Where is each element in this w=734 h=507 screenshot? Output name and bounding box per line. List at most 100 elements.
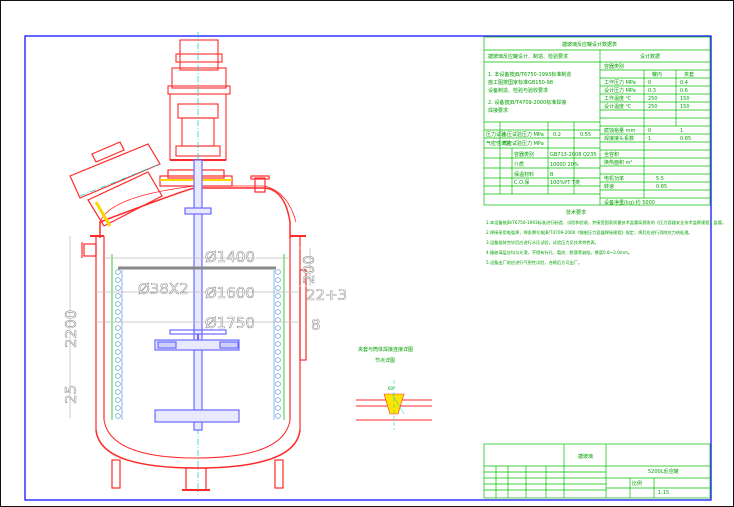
coil-turn — [275, 309, 281, 315]
note-5: 5.设备出厂前应进行气密性试验，合格后方可出厂。 — [486, 259, 582, 266]
left-row-label-1: 气密性试验 — [486, 140, 511, 147]
row-label-3: 设计温度 ℃ — [604, 103, 632, 110]
row-label-5: 焊接接头系数 — [604, 135, 634, 142]
dim-d1750: Ø1750 — [205, 314, 255, 332]
coil-turn — [115, 405, 121, 411]
coil-turn — [115, 285, 121, 291]
col-header-1: 罐内 — [652, 71, 662, 78]
coil-turn — [275, 285, 281, 291]
coil-turn — [115, 325, 121, 331]
material-key-2: 保温材料 — [514, 171, 534, 178]
coil-turn — [115, 381, 121, 387]
coil-turn — [115, 317, 121, 323]
dim-d1600: Ø1600 — [205, 284, 255, 302]
coil-turn — [115, 413, 121, 419]
title-block-text: 搪玻璃 5200L反应罐 比例 1:15 — [578, 453, 679, 496]
left-row-a-0: 0.2 — [553, 132, 561, 138]
spec-item-4: 2. 设备按JB/T4709-2000标准焊接 — [488, 99, 566, 106]
dim-h200: 200 — [300, 255, 318, 284]
row-a-0: 0 — [648, 80, 651, 86]
row-label-1: 设计压力 MPa — [604, 87, 636, 94]
row-b-2: 150 — [680, 96, 690, 102]
coil-turn — [115, 397, 121, 403]
row-label-4: 腐蚀裕量 mm — [604, 127, 635, 134]
design-data-header: 设计数据 — [640, 53, 660, 60]
row-label-0: 工作压力 MPa — [604, 79, 636, 86]
material-key-1: 介质 — [514, 161, 524, 168]
coil-turn — [115, 341, 121, 347]
coil-turn — [115, 309, 121, 315]
dim-h25: 25 — [62, 385, 80, 404]
left-row-value-0: 水压试验压力 MPa — [502, 131, 544, 138]
coil-turn — [115, 389, 121, 395]
coil-turn — [275, 365, 281, 371]
spec-line: 搪玻璃反应罐设计、制造、检验要求 — [488, 53, 568, 60]
weld-detail: 夹套与筒体焊接连接详图 节点详图 60° — [356, 346, 432, 430]
row-label-2: 工作温度 ℃ — [604, 95, 632, 102]
coil-turn — [275, 349, 281, 355]
note-3: 3.设备组装完毕后应进行水压试验，试验压力见技术特性表。 — [486, 239, 599, 246]
coil-turn — [115, 333, 121, 339]
detail-label: 节点详图 — [375, 357, 395, 364]
note-1: 1.本设备按JB/T6750-1993标准进行制造、试验和验收，并接受国家质量技… — [486, 219, 726, 226]
left-row-value-1: 气密试验压力 MPa — [502, 140, 544, 147]
row-a-1: 0.3 — [648, 88, 656, 94]
coil-turn — [115, 373, 121, 379]
material-val-3: 100%PT T类 — [550, 179, 580, 186]
svg-text:60°: 60° — [388, 386, 395, 391]
coil-risers — [121, 270, 275, 420]
spec-item-5: 焊接要求 — [488, 107, 508, 114]
title-drawing-name: 5200L反应罐 — [648, 468, 679, 475]
dim-d38x2: Ø38X2 — [138, 280, 189, 298]
dimension-labels: Ø1400 Ø38X2 Ø1600 Ø1750 22+3 8 200 2200 … — [62, 248, 348, 404]
table-text: 搪玻璃反应罐设计数据表 搪玻璃反应罐设计、制造、检验要求 设计数据 1. 本设备… — [486, 41, 694, 206]
row-a-5: 1 — [648, 136, 651, 142]
row-b-5: 0.85 — [680, 136, 691, 142]
coil-turn — [115, 269, 121, 275]
baffles — [111, 254, 285, 420]
coil-turn — [275, 277, 281, 283]
extra-key-0: 全容积 — [604, 151, 619, 158]
dim-d1400: Ø1400 — [205, 248, 255, 266]
material-key-3: C.O.保 — [514, 179, 529, 186]
coil-turn — [275, 397, 281, 403]
coil-turn — [275, 373, 281, 379]
coil-turn — [275, 333, 281, 339]
agitator — [118, 159, 276, 431]
coil-turn — [275, 301, 281, 307]
spec-item-3: 设备制造、检验与验收要求 — [488, 87, 548, 94]
row-b-4: 1 — [680, 128, 683, 134]
drawing-frame — [24, 35, 712, 501]
spec-item-2: 施工图按国家标准GB150-98 — [488, 79, 553, 86]
coil-turn — [275, 405, 281, 411]
row-b-1: 0.6 — [680, 88, 688, 94]
material-val-1: 10000 20% — [550, 162, 579, 168]
dim-h2200: 2200 — [62, 310, 80, 348]
dim-wall: 8 — [311, 316, 321, 334]
coil-turn — [115, 349, 121, 355]
coil-turn — [115, 293, 121, 299]
detail-caption: 夹套与筒体焊接连接详图 — [358, 346, 413, 353]
coil-turn — [115, 365, 121, 371]
spec-item-1: 1. 本设备按JB/T6750-1993标准制造 — [488, 71, 571, 78]
coil-turn — [115, 357, 121, 363]
coil-turn — [275, 269, 281, 275]
coil-turn — [115, 301, 121, 307]
row-a-4: 0 — [648, 128, 651, 134]
coil-turn — [275, 357, 281, 363]
left-row-b-0: 0.55 — [580, 132, 591, 138]
table-title: 搪玻璃反应罐设计数据表 — [562, 41, 617, 48]
extra-val-2: 5.5 — [656, 176, 664, 182]
coil-turn — [115, 277, 121, 283]
title-scale: 1:15 — [658, 490, 669, 496]
coil-turn — [275, 317, 281, 323]
col-header-2: 夹套 — [684, 71, 694, 78]
title-company: 搪玻璃 — [578, 453, 593, 460]
material-val-0: GB713-2008 Q235 — [550, 152, 596, 158]
manhole-nozzle — [69, 141, 163, 227]
extra-key-1: 换热面积 m² — [604, 159, 632, 166]
extra-val-3: 0.85 — [656, 184, 667, 190]
coil-turn — [275, 341, 281, 347]
